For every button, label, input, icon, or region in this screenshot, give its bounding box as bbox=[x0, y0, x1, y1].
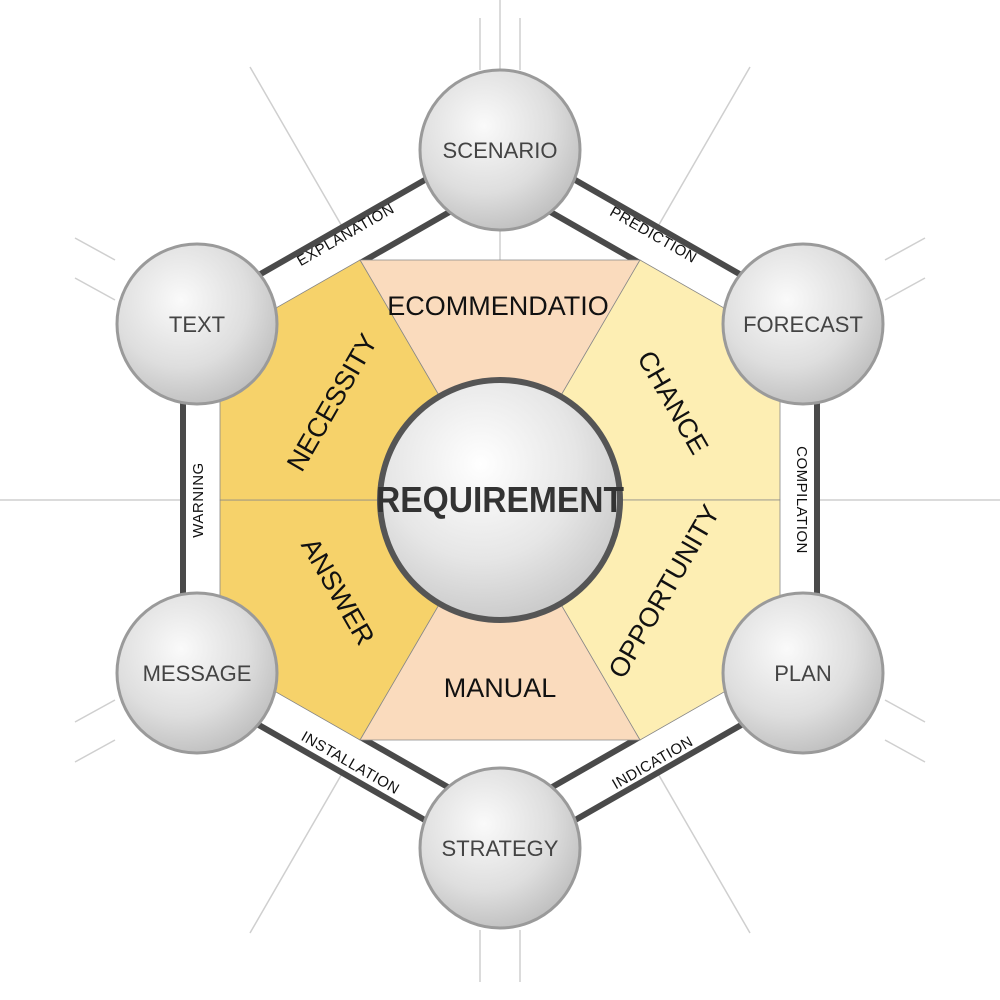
node-label: FORECAST bbox=[743, 312, 863, 337]
node-label: STRATEGY bbox=[442, 836, 559, 861]
node-circle bbox=[418, 766, 582, 930]
node-circle bbox=[721, 591, 885, 755]
ray-line bbox=[74, 277, 116, 301]
node-circle bbox=[721, 242, 885, 406]
node-text[interactable]: TEXT bbox=[115, 242, 279, 406]
ray-line bbox=[74, 739, 116, 763]
node-label: SCENARIO bbox=[443, 138, 558, 163]
node-label: TEXT bbox=[169, 312, 225, 337]
node-label: MESSAGE bbox=[143, 661, 252, 686]
node-label: PLAN bbox=[774, 661, 831, 686]
node-strategy[interactable]: STRATEGY bbox=[418, 766, 582, 930]
ray-line bbox=[884, 739, 926, 763]
center-label: REQUIREMENT bbox=[376, 479, 624, 520]
node-circle bbox=[115, 242, 279, 406]
band-label-right: COMPILATION bbox=[793, 446, 810, 554]
center-circle bbox=[377, 377, 623, 623]
node-forecast[interactable]: FORECAST bbox=[721, 242, 885, 406]
ray-line bbox=[884, 699, 926, 723]
center-node[interactable]: REQUIREMENT bbox=[376, 377, 624, 623]
band-label-left: WARNING bbox=[190, 462, 207, 537]
node-scenario[interactable]: SCENARIO bbox=[418, 68, 582, 232]
ray-line bbox=[74, 699, 116, 723]
node-message[interactable]: MESSAGE bbox=[115, 591, 279, 755]
node-plan[interactable]: PLAN bbox=[721, 591, 885, 755]
ray-line bbox=[884, 237, 926, 261]
node-circle bbox=[418, 68, 582, 232]
sector-label-top: ECOMMENDATIO bbox=[387, 291, 609, 321]
ray-line bbox=[884, 277, 926, 301]
ray-line bbox=[74, 237, 116, 261]
node-circle bbox=[115, 591, 279, 755]
sector-label-bottom: MANUAL bbox=[444, 673, 557, 703]
